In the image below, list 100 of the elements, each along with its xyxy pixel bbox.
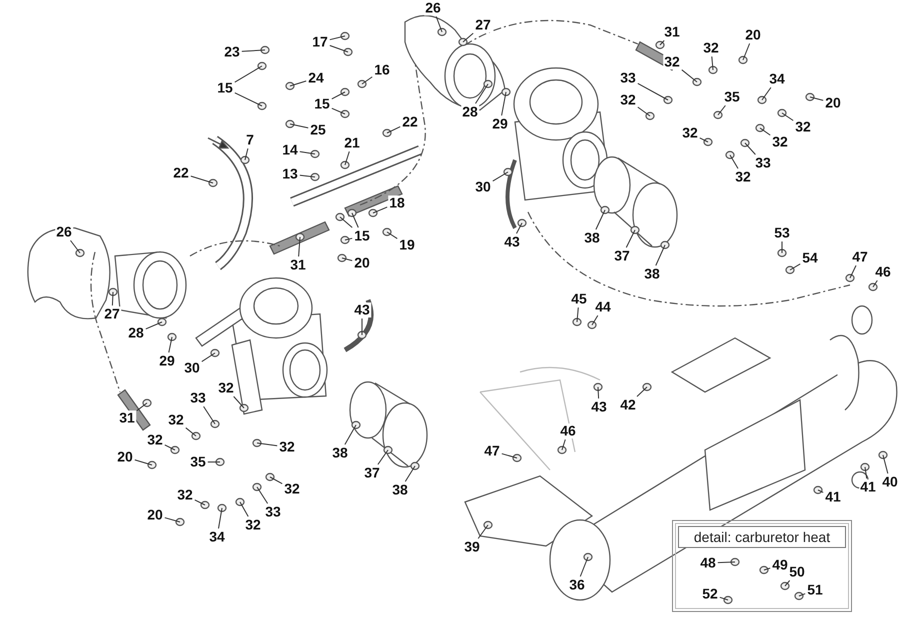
callout-number: 20: [146, 508, 164, 522]
callout-number: 43: [353, 302, 371, 318]
leader-line: [134, 459, 152, 466]
leader-line: [872, 280, 878, 288]
callout-number: 49: [771, 558, 789, 572]
callout-number: 50: [788, 564, 806, 580]
leader-line: [637, 106, 650, 116]
leader-line: [637, 82, 668, 100]
leader-line: [790, 263, 801, 270]
leader-line: [233, 396, 244, 408]
leader-line: [598, 386, 600, 399]
callout-number: 32: [278, 440, 296, 454]
leader-line: [240, 502, 249, 517]
callout-number: 46: [559, 424, 577, 438]
callout-number: 32: [283, 482, 301, 496]
leader-line: [70, 240, 80, 254]
leader-line: [112, 292, 114, 306]
leader-line: [475, 84, 488, 104]
callout-number: 52: [701, 586, 719, 602]
leader-line: [717, 562, 736, 564]
callout-number: 28: [461, 104, 479, 120]
leader-line: [462, 32, 474, 42]
callout-number: 53: [773, 226, 791, 240]
callout-number: 32: [176, 488, 194, 502]
leader-line: [331, 92, 346, 100]
leader-line: [501, 453, 518, 458]
leader-line: [764, 568, 771, 570]
leader-line: [298, 236, 300, 257]
leader-line: [798, 593, 806, 596]
leader-line: [882, 454, 888, 474]
leader-line: [241, 50, 266, 52]
callout-number: 32: [217, 380, 235, 396]
leader-line: [331, 108, 346, 114]
leader-line: [386, 232, 398, 240]
callout-number: 20: [116, 450, 134, 464]
callout-number: 34: [768, 72, 786, 86]
callout-number: 34: [208, 530, 226, 544]
callout-number: 17: [311, 34, 329, 50]
callout-number: 14: [281, 142, 299, 158]
callout-number: 35: [723, 90, 741, 104]
callout-number: 33: [264, 504, 282, 520]
leader-line: [718, 105, 726, 116]
leader-line: [185, 427, 196, 436]
leader-line: [864, 466, 868, 479]
callout-number: 32: [794, 120, 812, 134]
callout-number: 15: [353, 228, 371, 244]
leader-line: [784, 580, 790, 586]
leader-line: [744, 142, 756, 155]
leader-line: [164, 517, 180, 522]
callout-number: 23: [223, 44, 241, 60]
leader-line: [699, 137, 708, 142]
callout-number: 38: [331, 446, 349, 460]
callout-number: 43: [503, 234, 521, 250]
callout-number: 30: [183, 360, 201, 376]
callout-number: 38: [391, 482, 409, 498]
callout-number: 45: [570, 292, 588, 306]
callout-number: 30: [474, 180, 492, 194]
leader-line: [711, 56, 714, 70]
leader-line: [592, 315, 598, 326]
leader-line: [136, 402, 148, 412]
leader-line: [352, 212, 359, 228]
leader-line: [478, 524, 488, 539]
leader-line: [501, 92, 506, 116]
callout-number: 32: [734, 170, 752, 184]
callout-number: 31: [289, 258, 307, 272]
leader-line: [681, 69, 698, 82]
callout-number: 32: [681, 126, 699, 140]
leader-line: [782, 112, 794, 121]
callout-number: 22: [401, 114, 419, 130]
leader-line: [270, 476, 283, 484]
leader-line: [595, 210, 606, 230]
leader-line: [562, 439, 566, 450]
callout-number: 29: [158, 354, 176, 368]
leader-line: [299, 151, 316, 154]
callout-number: 38: [583, 230, 601, 246]
leader-line: [372, 206, 388, 214]
callout-number: 18: [388, 196, 406, 210]
leader-line: [580, 556, 588, 577]
leader-line: [516, 222, 522, 234]
leader-line: [299, 174, 316, 178]
callout-number: 48: [699, 556, 717, 570]
callout-number: 20: [824, 96, 842, 110]
callout-number: 32: [771, 134, 789, 150]
leader-line: [201, 352, 216, 362]
callout-number: 37: [363, 466, 381, 480]
leader-line: [655, 244, 666, 266]
leader-line: [760, 128, 771, 136]
leader-line: [194, 499, 206, 506]
callout-number: 21: [343, 136, 361, 150]
callout-number: 41: [859, 480, 877, 494]
callout-number: 29: [491, 116, 509, 132]
callout-number: 47: [851, 250, 869, 264]
inset-title: detail: carburetor heat: [678, 526, 846, 548]
callout-number: 44: [594, 300, 612, 314]
callout-number: 54: [801, 250, 819, 266]
leader-line: [344, 151, 350, 166]
callout-number: 32: [702, 40, 720, 56]
leader-line: [436, 16, 442, 32]
callout-number: 27: [103, 306, 121, 322]
leader-line: [218, 508, 222, 529]
